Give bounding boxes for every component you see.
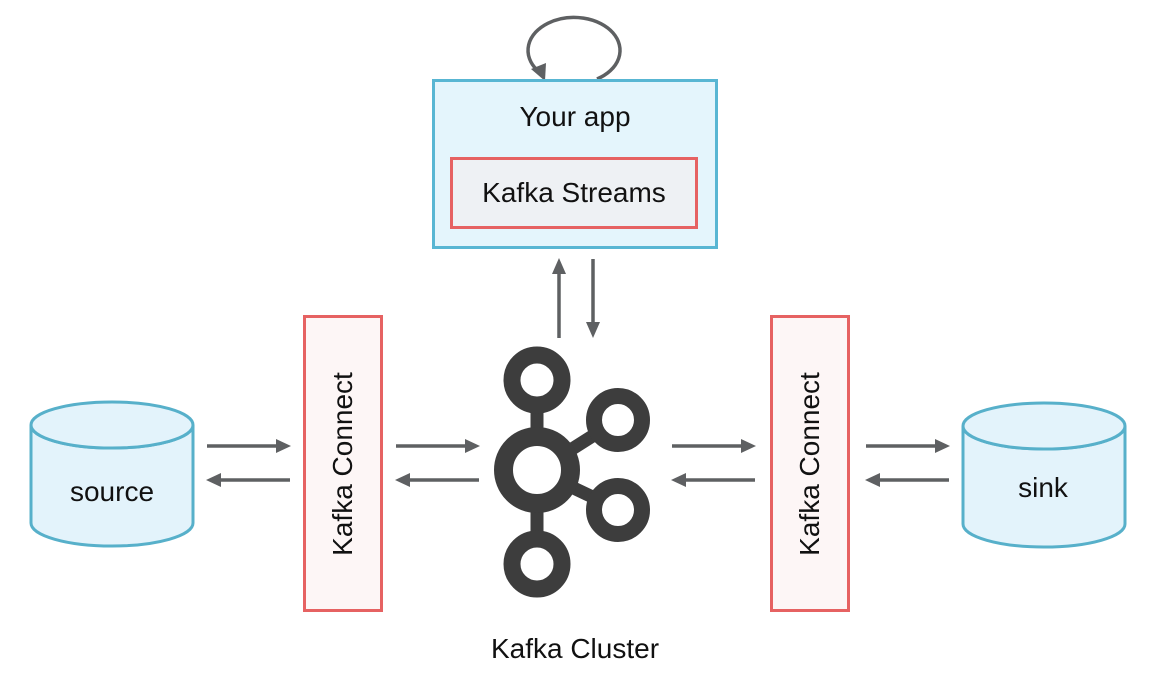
kafka-connect-left-label: Kafka Connect <box>327 371 359 556</box>
right-arrowhead <box>741 439 756 453</box>
left-arrowhead <box>395 473 410 487</box>
sink-cylinder-top <box>961 401 1127 451</box>
connect-right-to-cluster-arrow <box>671 473 755 487</box>
connect-to-cluster-arrow <box>396 439 480 453</box>
up-arrowhead <box>552 258 566 274</box>
cluster-to-connect-right-arrow <box>672 439 756 453</box>
sink-to-connect-arrow <box>865 473 949 487</box>
logo-node-upper-right <box>586 388 650 452</box>
sink-label: sink <box>1018 472 1068 503</box>
logo-node-center <box>494 427 580 513</box>
right-arrowhead <box>465 439 480 453</box>
sink-cylinder <box>961 401 1127 549</box>
kafka-streams-box: Kafka Streams <box>450 157 698 229</box>
connect-to-source-arrow <box>206 473 290 487</box>
self-loop-path <box>526 15 622 81</box>
source-label: source <box>69 476 155 507</box>
self-loop-arrowhead <box>531 63 546 81</box>
right-arrowhead <box>276 439 291 453</box>
source-cylinder-top <box>29 400 195 450</box>
your-app-label: Your app <box>519 101 631 132</box>
kafka-cluster-label: Kafka Cluster <box>490 633 660 664</box>
kafka-connect-right-box: Kafka Connect <box>770 315 850 612</box>
self-loop-arrow-icon <box>526 15 622 81</box>
cluster-to-connect-arrow <box>395 473 479 487</box>
logo-node-bottom <box>503 530 571 598</box>
source-cylinder <box>29 400 195 548</box>
app-to-cluster-arrow <box>586 259 600 338</box>
logo-node-top <box>503 346 571 414</box>
left-arrowhead <box>206 473 221 487</box>
logo-node-lower-right <box>586 478 650 542</box>
cluster-to-app-arrow <box>552 258 566 338</box>
left-arrowhead <box>671 473 686 487</box>
kafka-connect-left-box: Kafka Connect <box>303 315 383 612</box>
right-arrowhead <box>935 439 950 453</box>
connect-to-sink-arrow <box>866 439 950 453</box>
left-arrowhead <box>865 473 880 487</box>
kafka-streams-label: Kafka Streams <box>482 177 666 208</box>
down-arrowhead <box>586 322 600 338</box>
kafka-logo-icon <box>494 346 650 598</box>
kafka-connect-right-label: Kafka Connect <box>794 371 826 556</box>
source-to-connect-arrow <box>207 439 291 453</box>
